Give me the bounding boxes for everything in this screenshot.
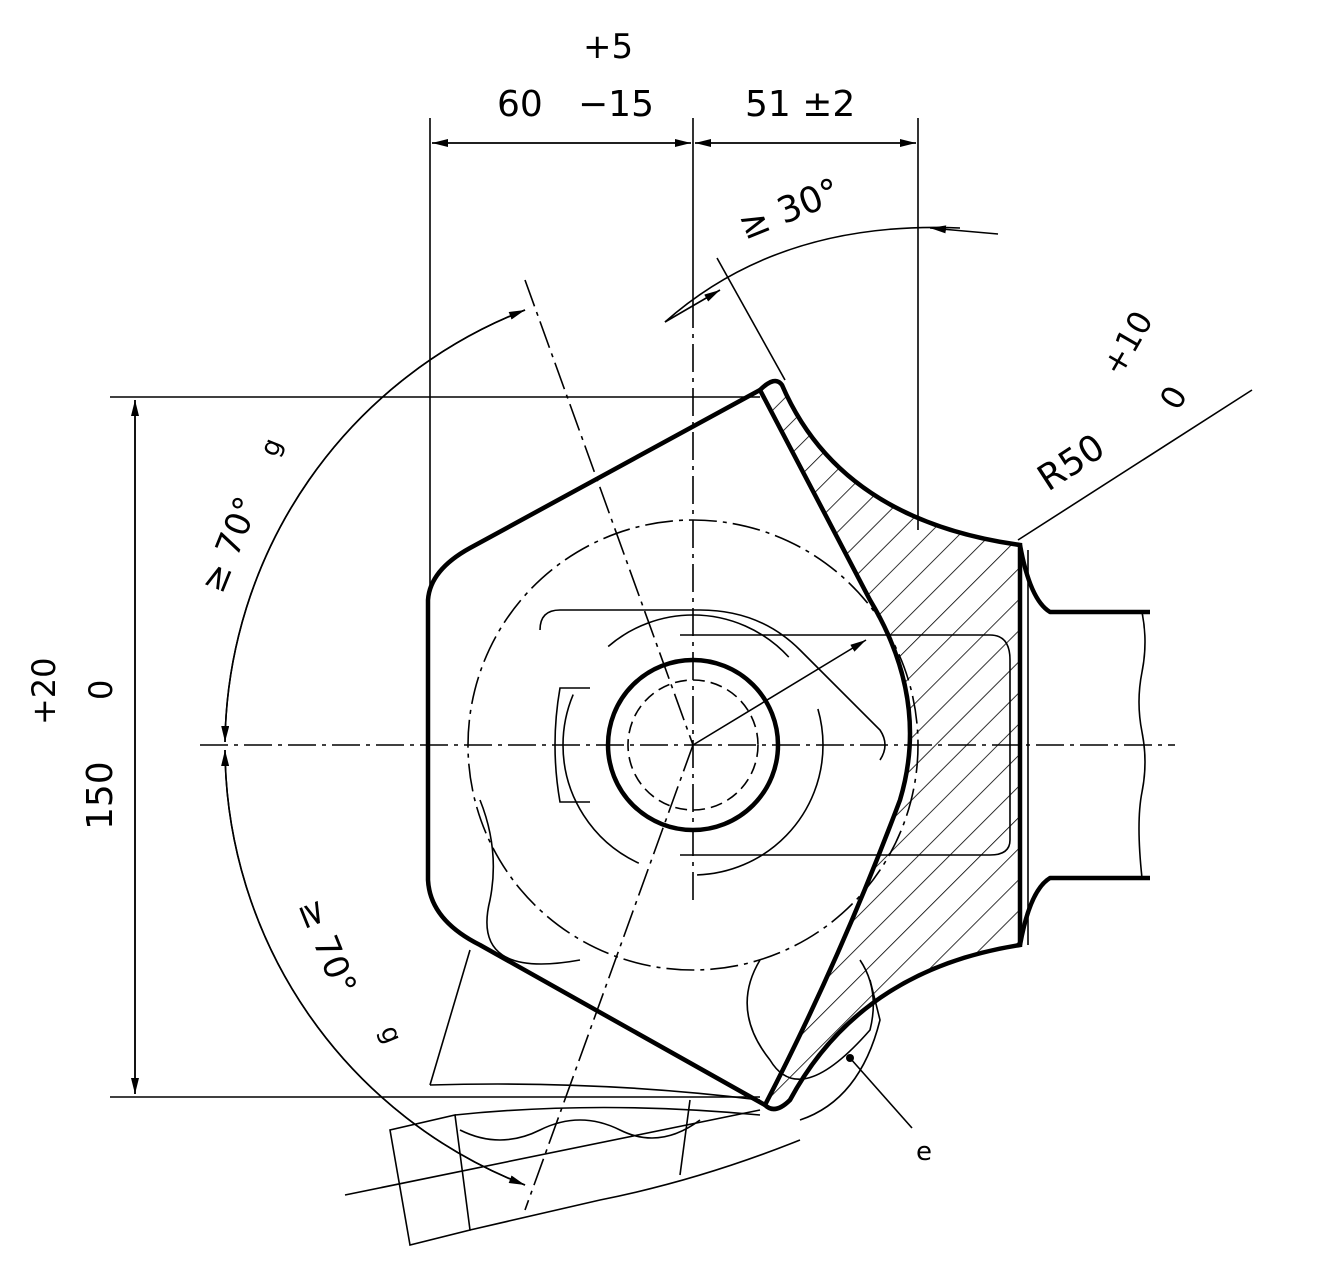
body-outline [425, 388, 767, 1107]
dim-60-lower: −15 [578, 84, 654, 125]
radius-lower: 0 [1152, 379, 1195, 416]
label-e: e [916, 1137, 932, 1167]
extension-lines [110, 118, 919, 1098]
angle-70-upper-g: g [255, 434, 289, 461]
angle-arcs [221, 225, 999, 1186]
angle-70-lower: ≥ 70° [290, 893, 364, 1000]
radius-upper: +10 [1094, 305, 1161, 382]
dim-60-upper: +5 [583, 27, 633, 67]
angle-30: ≥ 30° [733, 171, 846, 249]
dim-150-lower: 0 [82, 680, 120, 700]
hatched-section [757, 378, 1023, 1112]
thin-contours [344, 609, 1011, 1246]
radius-leader [692, 389, 1253, 746]
bore [554, 614, 824, 876]
angle-70-upper: ≥ 70° [193, 491, 267, 598]
angle-70-lower-g: g [374, 1021, 408, 1048]
dim-51: 51 ±2 [745, 84, 855, 125]
dim-150-upper: +20 [25, 657, 63, 725]
dim-150-value: 150 [80, 761, 121, 830]
dim-60-value: 60 [497, 84, 543, 125]
shaft [1017, 544, 1150, 946]
radius-value: R50 [1031, 427, 1113, 500]
dimension-lines [131, 139, 916, 1094]
